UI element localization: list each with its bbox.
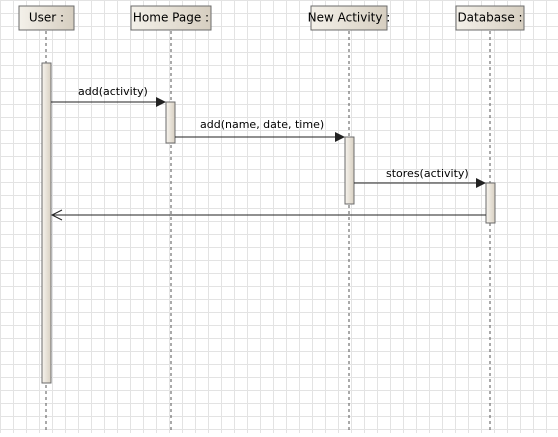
- lifeline-user-label: User :: [29, 11, 64, 25]
- message-add-name-date-time-arrowhead: [335, 132, 345, 142]
- message-stores-activity-arrowhead: [476, 178, 486, 188]
- lifeline-database-header[interactable]: [455, 5, 525, 31]
- lifeline-user-header[interactable]: [18, 5, 75, 31]
- message-add-activity-label: add(activity): [78, 85, 148, 98]
- lifeline-database[interactable]: Database :: [455, 5, 525, 433]
- lifeline-home-page[interactable]: Home Page :: [130, 5, 212, 433]
- message-return[interactable]: [50, 209, 486, 221]
- message-add-activity[interactable]: add(activity): [51, 85, 166, 107]
- activation-bar-home-page[interactable]: [165, 101, 176, 144]
- lifeline-new-activity-header[interactable]: [310, 5, 388, 31]
- lifeline-database-label: Database :: [457, 11, 522, 25]
- message-add-name-date-time-label: add(name, date, time): [200, 118, 324, 131]
- activation-bar-database[interactable]: [485, 182, 496, 224]
- lifeline-home-page-label: Home Page :: [133, 11, 209, 25]
- lifeline-new-activity[interactable]: New Activity :: [308, 5, 391, 433]
- message-stores-activity[interactable]: stores(activity): [354, 167, 486, 188]
- lifeline-home-page-header[interactable]: [130, 5, 212, 31]
- message-return-arrowhead: [50, 209, 63, 221]
- lifeline-user[interactable]: User :: [18, 5, 75, 433]
- activation-bar-user[interactable]: [41, 62, 52, 384]
- lifeline-new-activity-label: New Activity :: [308, 11, 391, 25]
- activation-bar-new-activity[interactable]: [344, 136, 355, 205]
- message-stores-activity-label: stores(activity): [386, 167, 469, 180]
- message-add-activity-arrowhead: [156, 97, 166, 107]
- message-add-name-date-time[interactable]: add(name, date, time): [175, 118, 345, 142]
